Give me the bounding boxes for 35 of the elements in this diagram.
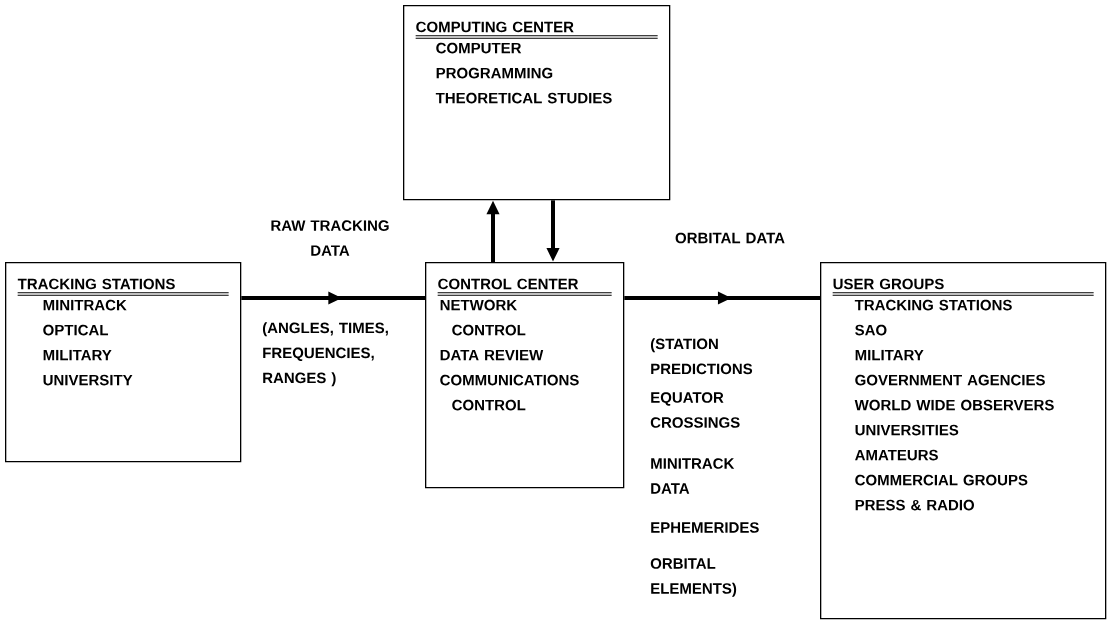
edge-label: RAW TRACKING DATA [271, 220, 389, 256]
list-item: PROGRAMMING [436, 67, 553, 79]
list-item: UNIVERSITIES [855, 424, 959, 436]
list-item: MILITARY [43, 349, 112, 361]
list-item: COMMERCIAL GROUPS [855, 474, 1028, 486]
list-item: SAO [855, 324, 887, 336]
data-note: MINITRACK DATA [651, 458, 735, 494]
list-item: PRESS & RADIO [855, 499, 974, 511]
data-note: ORBITAL ELEMENTS) [650, 558, 737, 597]
list-item: UNIVERSITY [43, 374, 133, 386]
data-note: EPHEMERIDES [651, 522, 759, 533]
list-item: COMMUNICATIONS CONTROL [440, 374, 579, 411]
list-item: THEORETICAL STUDIES [435, 92, 612, 104]
list-item: GOVERNMENT AGENCIES [855, 374, 1045, 386]
list-item: AMATEURS [855, 449, 938, 461]
list-item: WORLD WIDE OBSERVERS [854, 399, 1054, 411]
list-item: OPTICAL [43, 324, 109, 336]
heading: USER GROUPS [833, 278, 944, 290]
list-item: COMPUTER [436, 42, 522, 54]
block-box [425, 262, 625, 489]
block-box [820, 262, 1107, 620]
list-item: DATA REVIEW [440, 349, 544, 361]
list-item: NETWORK CONTROL [440, 299, 526, 336]
heading: COMPUTING CENTER [416, 21, 574, 33]
list-item: MILITARY [855, 349, 924, 361]
data-note: EQUATOR CROSSINGS [650, 392, 740, 428]
edge-label: ORBITAL DATA [675, 232, 785, 244]
list-item: TRACKING STATIONS [854, 299, 1012, 311]
block-box [403, 5, 671, 201]
block-box [5, 262, 242, 463]
data-note: (ANGLES, TIMES, FREQUENCIES, RANGES ) [262, 322, 388, 387]
data-note: (STATION PREDICTIONS [650, 338, 753, 375]
heading: TRACKING STATIONS [17, 278, 175, 290]
heading: CONTROL CENTER [438, 278, 579, 290]
list-item: MINITRACK [43, 299, 127, 311]
